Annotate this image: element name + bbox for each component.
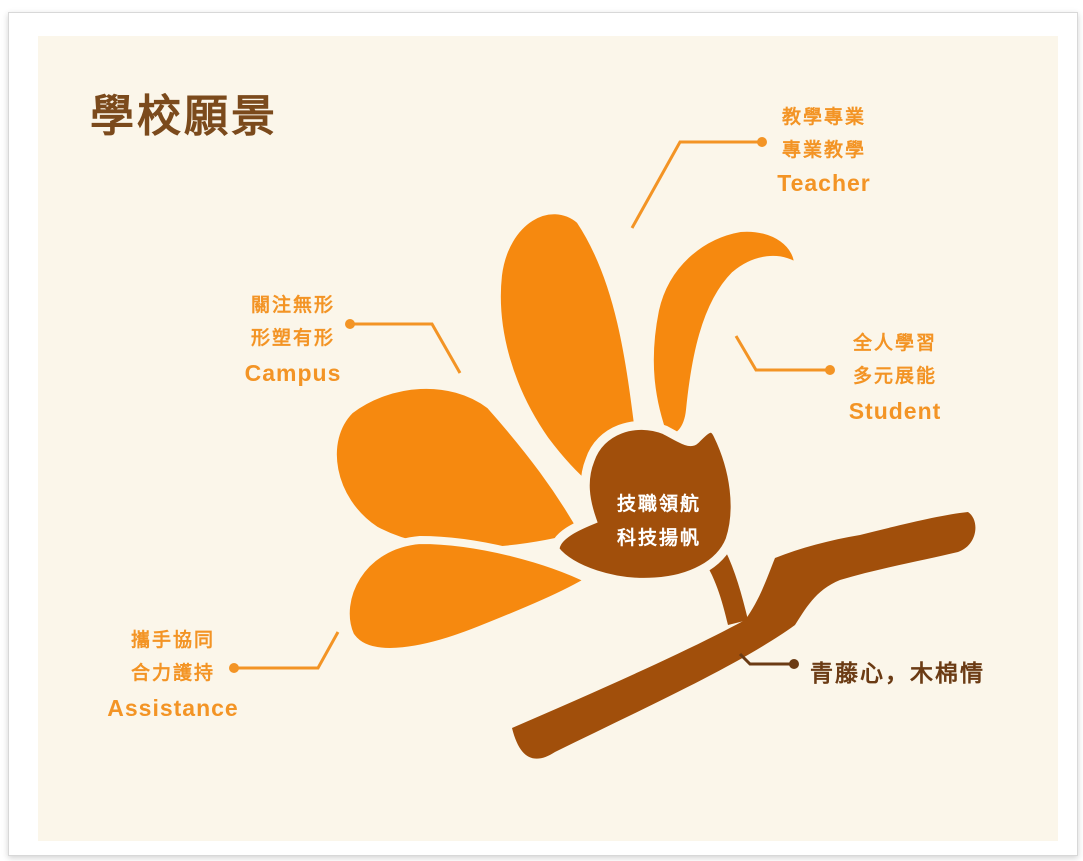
- label-campus-line1: 關注無形: [250, 294, 335, 316]
- branch-shape: [512, 512, 976, 759]
- leader-dot-assistance: [229, 663, 239, 673]
- leader-student: [734, 335, 828, 372]
- label-teacher-line2: 專業教學: [781, 139, 866, 161]
- petal-right: [645, 223, 803, 445]
- label-teacher: 教學專業 專業教學 Teacher: [765, 108, 883, 195]
- label-assistance-en: Assistance: [107, 695, 239, 721]
- label-assistance: 攜手協同 合力護持 Assistance: [98, 631, 248, 720]
- label-student-en: Student: [848, 398, 942, 424]
- label-student: 全人學習 多元展能 Student: [836, 334, 954, 423]
- page-title: 學校願景: [90, 91, 278, 142]
- center-slogan-line1: 技職領航: [616, 493, 701, 515]
- leader-dot-campus: [345, 319, 355, 329]
- label-teacher-line1: 教學專業: [781, 106, 866, 128]
- leader-assistance: [236, 631, 340, 670]
- label-student-line2: 多元展能: [852, 365, 937, 387]
- label-assistance-line1: 攜手協同: [130, 629, 215, 651]
- leader-dot-student: [825, 365, 835, 375]
- label-campus-en: Campus: [244, 360, 342, 386]
- label-campus: 關注無形 形塑有形 Campus: [234, 296, 352, 385]
- leader-dot-motto: [789, 659, 799, 669]
- bud-stem: [700, 550, 748, 625]
- center-slogan: 技職領航 科技揚帆: [600, 487, 718, 555]
- label-teacher-en: Teacher: [777, 170, 871, 196]
- leader-motto: [738, 652, 790, 666]
- leader-campus: [352, 322, 462, 374]
- leader-teacher: [630, 140, 760, 229]
- label-student-line1: 全人學習: [852, 332, 937, 354]
- motto-text: 青藤心，木棉情: [810, 661, 985, 687]
- label-campus-line2: 形塑有形: [250, 327, 335, 349]
- bud-shape: [550, 420, 740, 587]
- label-assistance-line2: 合力護持: [130, 662, 215, 684]
- center-slogan-line2: 科技揚帆: [616, 527, 701, 549]
- petal-lower: [341, 535, 599, 656]
- leader-dot-teacher: [757, 137, 767, 147]
